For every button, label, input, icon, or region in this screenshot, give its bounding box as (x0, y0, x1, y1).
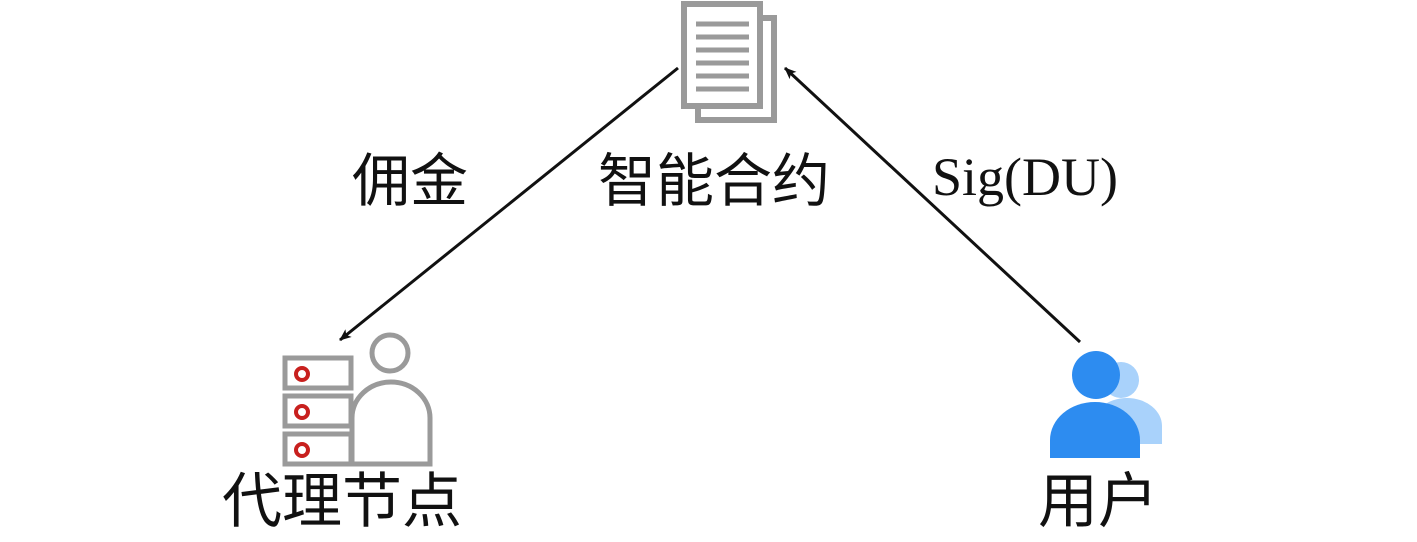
arrow-contract-to-proxy (339, 66, 679, 342)
server-user-icon (282, 332, 433, 467)
document-icon (681, 1, 777, 123)
user-label: 用户 (1038, 467, 1158, 537)
arrow-user-to-contract (783, 66, 1082, 344)
users-icon (1050, 351, 1162, 458)
signature-edge-label: Sig(DU) (932, 147, 1118, 207)
contract-label: 智能合约 (598, 147, 831, 215)
proxy-node-label: 代理节点 (222, 467, 462, 537)
commission-edge-label: 佣金 (352, 147, 469, 215)
